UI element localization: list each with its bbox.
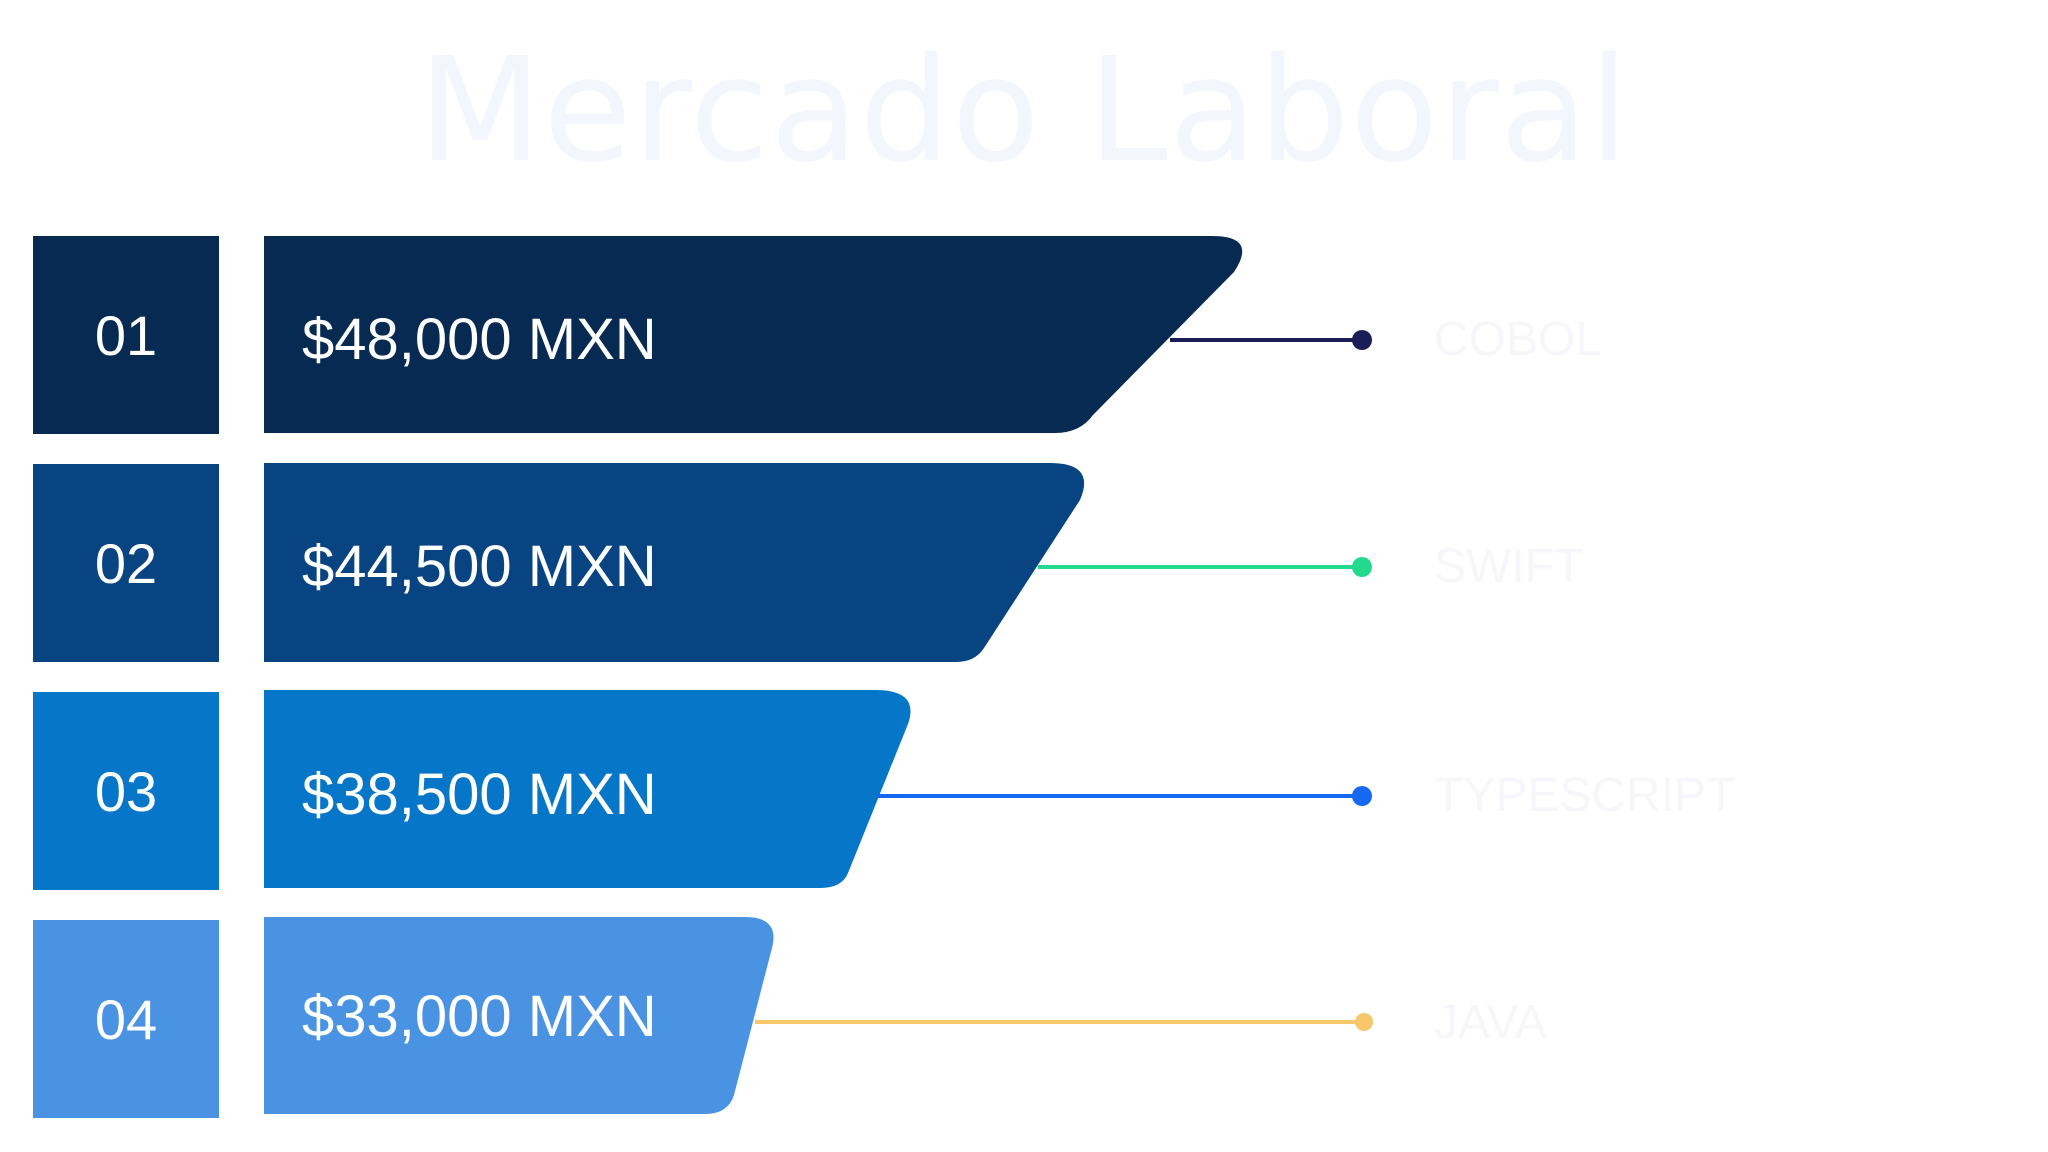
salary-value-row-1: $48,000 MXN — [302, 307, 657, 372]
connector-dot-row-3 — [1352, 786, 1372, 806]
bar-row-4 — [264, 917, 774, 1114]
language-label-row-2: SWIFT — [1434, 540, 1584, 593]
number-box-row-4: 04 — [33, 920, 219, 1118]
row-number: 02 — [94, 531, 158, 595]
row-number: 04 — [94, 987, 158, 1051]
language-label-row-4: JAVA — [1434, 996, 1547, 1049]
number-box-row-3: 03 — [33, 692, 219, 890]
row-number: 01 — [94, 303, 158, 367]
salary-value-row-2: $44,500 MXN — [302, 534, 657, 599]
connector-dot-row-4 — [1355, 1013, 1373, 1031]
bar-row-2 — [264, 463, 1085, 662]
language-label-row-3: TYPESCRIPT — [1434, 769, 1736, 822]
bar-row-3 — [264, 690, 911, 888]
salary-value-row-4: $33,000 MXN — [302, 984, 657, 1049]
number-box-row-2: 02 — [33, 464, 219, 662]
bar-row-1 — [264, 236, 1243, 433]
connector-dot-row-2 — [1352, 557, 1372, 577]
page-title: Mercado Laboral — [418, 26, 1630, 194]
salary-value-row-3: $38,500 MXN — [302, 762, 657, 827]
connector-dot-row-1 — [1352, 330, 1372, 350]
row-number: 03 — [94, 759, 158, 823]
language-label-row-1: COBOL — [1434, 313, 1603, 366]
number-box-row-1: 01 — [33, 236, 219, 434]
